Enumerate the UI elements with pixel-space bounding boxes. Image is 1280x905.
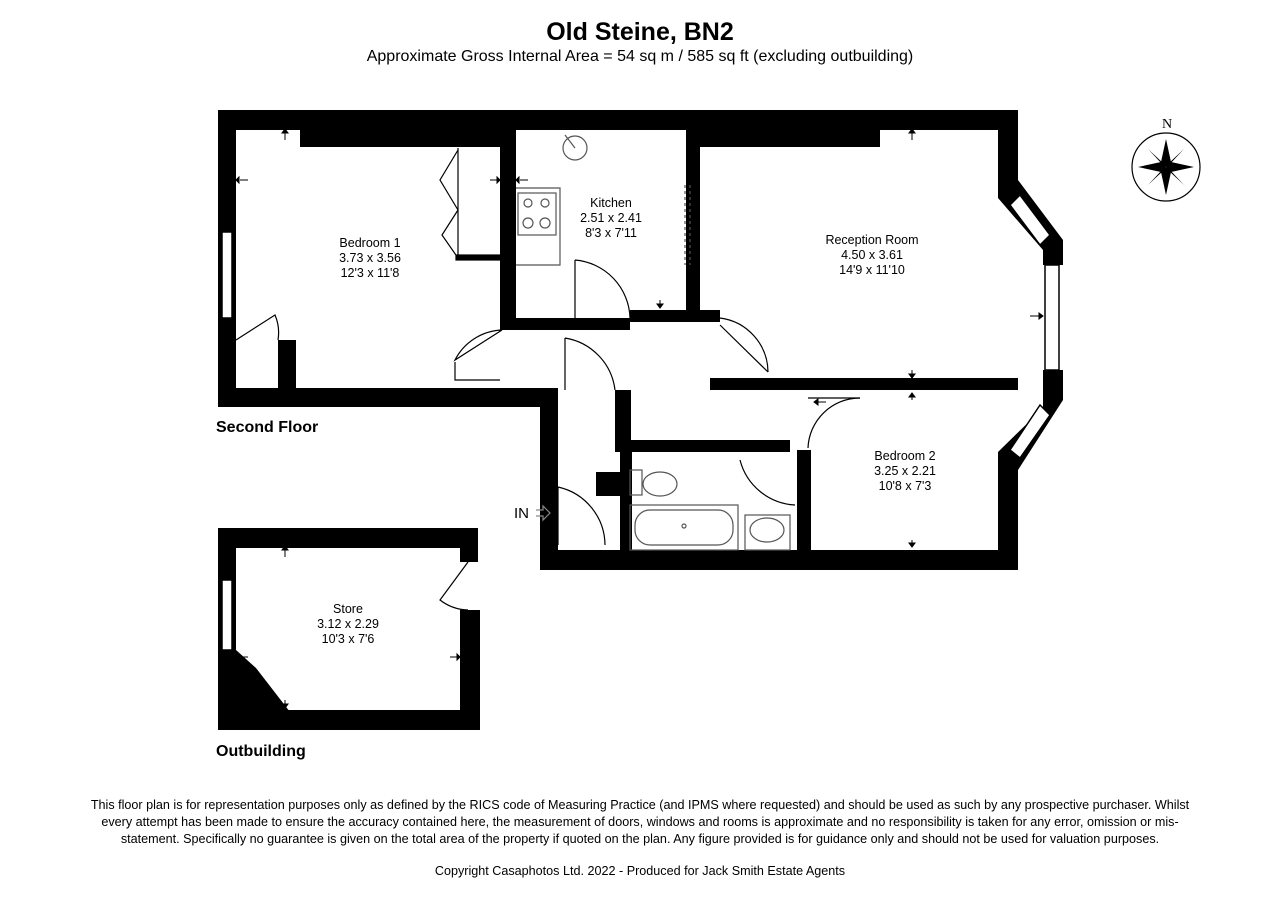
door-swings [235,259,861,546]
room-imperial: 10'3 x 7'6 [321,632,375,646]
disclaimer-text: This floor plan is for representation pu… [90,798,1190,846]
compass-label: N [1162,117,1172,132]
room-name: Store [333,602,363,616]
room-bedroom-1: Bedroom 1 3.73 x 3.56 12'3 x 11'8 [290,236,450,281]
compass-icon [1131,132,1201,202]
plan-title: Old Steine, BN2 [546,18,734,46]
entrance-label: IN [514,505,529,522]
room-bedroom-2: Bedroom 2 3.25 x 2.21 10'8 x 7'3 [825,449,985,494]
room-metric: 3.73 x 3.56 [339,251,401,265]
outbuilding-door [439,561,469,611]
top-wall-thick [300,110,880,147]
room-reception: Reception Room 4.50 x 3.61 14'9 x 11'10 [792,233,952,278]
room-name: Kitchen [590,196,632,210]
outbuilding-window [221,579,233,651]
bay-windows [221,193,1060,460]
room-name: Bedroom 1 [339,236,401,250]
kitchen-fixtures [516,134,691,266]
outer-walls [218,110,1063,570]
room-imperial: 8'3 x 7'11 [585,226,637,240]
floor-label-second: Second Floor [216,419,319,436]
room-metric: 3.12 x 2.29 [317,617,379,631]
room-imperial: 10'8 x 7'3 [878,479,932,493]
room-imperial: 14'9 x 11'10 [839,263,905,277]
room-kitchen: Kitchen 2.51 x 2.41 8'3 x 7'11 [531,196,691,241]
outbuilding-walls [218,528,480,730]
room-metric: 3.25 x 2.21 [874,464,936,478]
room-imperial: 12'3 x 11'8 [340,266,400,280]
room-name: Bedroom 2 [874,449,936,463]
room-metric: 2.51 x 2.41 [580,211,642,225]
entrance-arrow-icon [536,504,551,522]
room-store: Store 3.12 x 2.29 10'3 x 7'6 [268,602,428,647]
copyright-text: Copyright Casaphotos Ltd. 2022 - Produce… [434,864,846,878]
bathroom-fixtures [629,469,791,551]
internal-walls [278,130,1018,550]
room-metric: 4.50 x 3.61 [841,248,903,262]
wardrobe [439,148,501,261]
floor-label-outbuilding: Outbuilding [216,743,306,760]
room-name: Reception Room [825,233,919,247]
area-subtitle: Approximate Gross Internal Area = 54 sq … [366,48,914,65]
